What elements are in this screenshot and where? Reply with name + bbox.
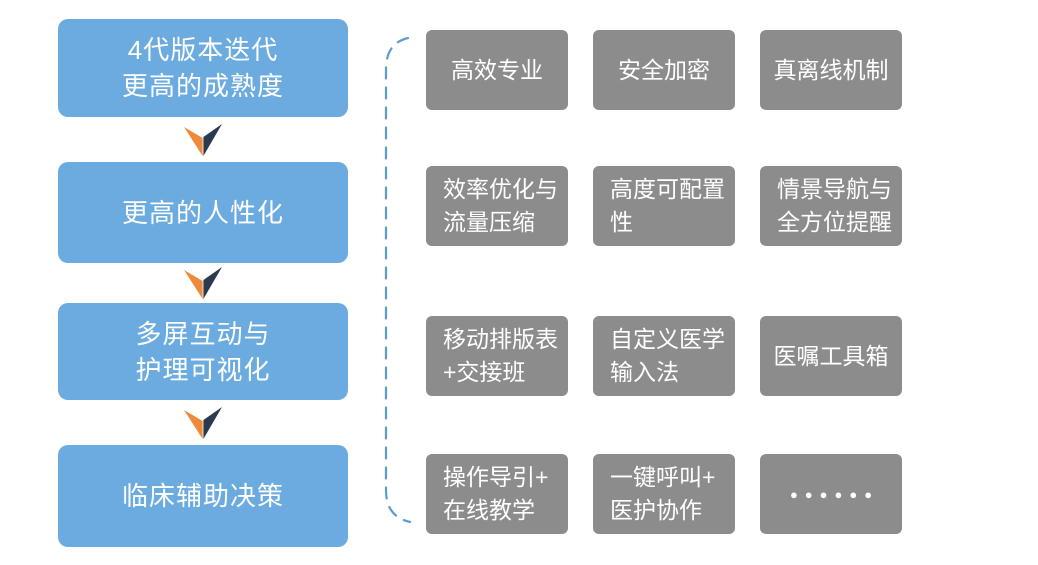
feature-cell-optimization: 效率优化与 流量压缩 bbox=[426, 166, 568, 246]
feature-label: 真离线机制 bbox=[773, 56, 889, 83]
feature-cell-security: 安全加密 bbox=[593, 30, 735, 110]
feature-cell-call: 一键呼叫+ 医护协作 bbox=[593, 454, 735, 534]
feature-row: 移动排版表 +交接班 自定义医学 输入法 医嘱工具箱 bbox=[426, 316, 902, 396]
feature-label: 情景导航与 全方位提醒 bbox=[777, 176, 892, 235]
feature-cell-guidance: 操作导引+ 在线教学 bbox=[426, 454, 568, 534]
feature-cell-more-ellipsis: ●●●●●● bbox=[760, 454, 902, 534]
feature-cell-toolbox: 医嘱工具箱 bbox=[760, 316, 902, 396]
feature-label: 安全加密 bbox=[618, 56, 710, 83]
chevron-down-arrow-icon bbox=[184, 124, 222, 156]
feature-label: 移动排版表 +交接班 bbox=[443, 326, 558, 385]
chevron-down-arrow-icon bbox=[184, 267, 222, 299]
feature-cell-configurable: 高度可配置 性 bbox=[593, 166, 735, 246]
feature-label: 高效专业 bbox=[451, 56, 543, 83]
feature-cell-schedule: 移动排版表 +交接班 bbox=[426, 316, 568, 396]
feature-row: 高效专业 安全加密 真离线机制 bbox=[426, 30, 902, 110]
chevron-down-arrow-icon bbox=[184, 407, 222, 439]
feature-label: 操作导引+ 在线教学 bbox=[443, 464, 549, 523]
flow-step-humanization: 更高的人性化 bbox=[58, 162, 348, 263]
ellipsis-dots-icon: ●●●●●● bbox=[789, 486, 880, 502]
feature-label: 医嘱工具箱 bbox=[773, 342, 889, 369]
feature-row: 操作导引+ 在线教学 一键呼叫+ 医护协作 ●●●●●● bbox=[426, 454, 902, 534]
flow-step-label: 临床辅助决策 bbox=[121, 481, 284, 511]
flow-step-multiscreen: 多屏互动与 护理可视化 bbox=[58, 303, 348, 400]
feature-cell-efficient: 高效专业 bbox=[426, 30, 568, 110]
feature-cell-navigation: 情景导航与 全方位提醒 bbox=[760, 166, 902, 246]
flow-step-label: 4代版本迭代 更高的成熟度 bbox=[121, 35, 284, 101]
feature-cell-offline: 真离线机制 bbox=[760, 30, 902, 110]
feature-label: 高度可配置 性 bbox=[610, 176, 725, 235]
feature-cell-input-method: 自定义医学 输入法 bbox=[593, 316, 735, 396]
feature-label: 效率优化与 流量压缩 bbox=[443, 176, 558, 235]
flow-step-label: 更高的人性化 bbox=[121, 197, 284, 228]
feature-label: 一键呼叫+ 医护协作 bbox=[610, 464, 716, 523]
feature-row: 效率优化与 流量压缩 高度可配置 性 情景导航与 全方位提醒 bbox=[426, 166, 902, 246]
flow-step-label: 多屏互动与 护理可视化 bbox=[135, 318, 271, 385]
flow-step-clinical-decision: 临床辅助决策 bbox=[58, 445, 348, 547]
feature-label: 自定义医学 输入法 bbox=[610, 326, 725, 385]
flow-step-version-iteration: 4代版本迭代 更高的成熟度 bbox=[58, 19, 348, 117]
